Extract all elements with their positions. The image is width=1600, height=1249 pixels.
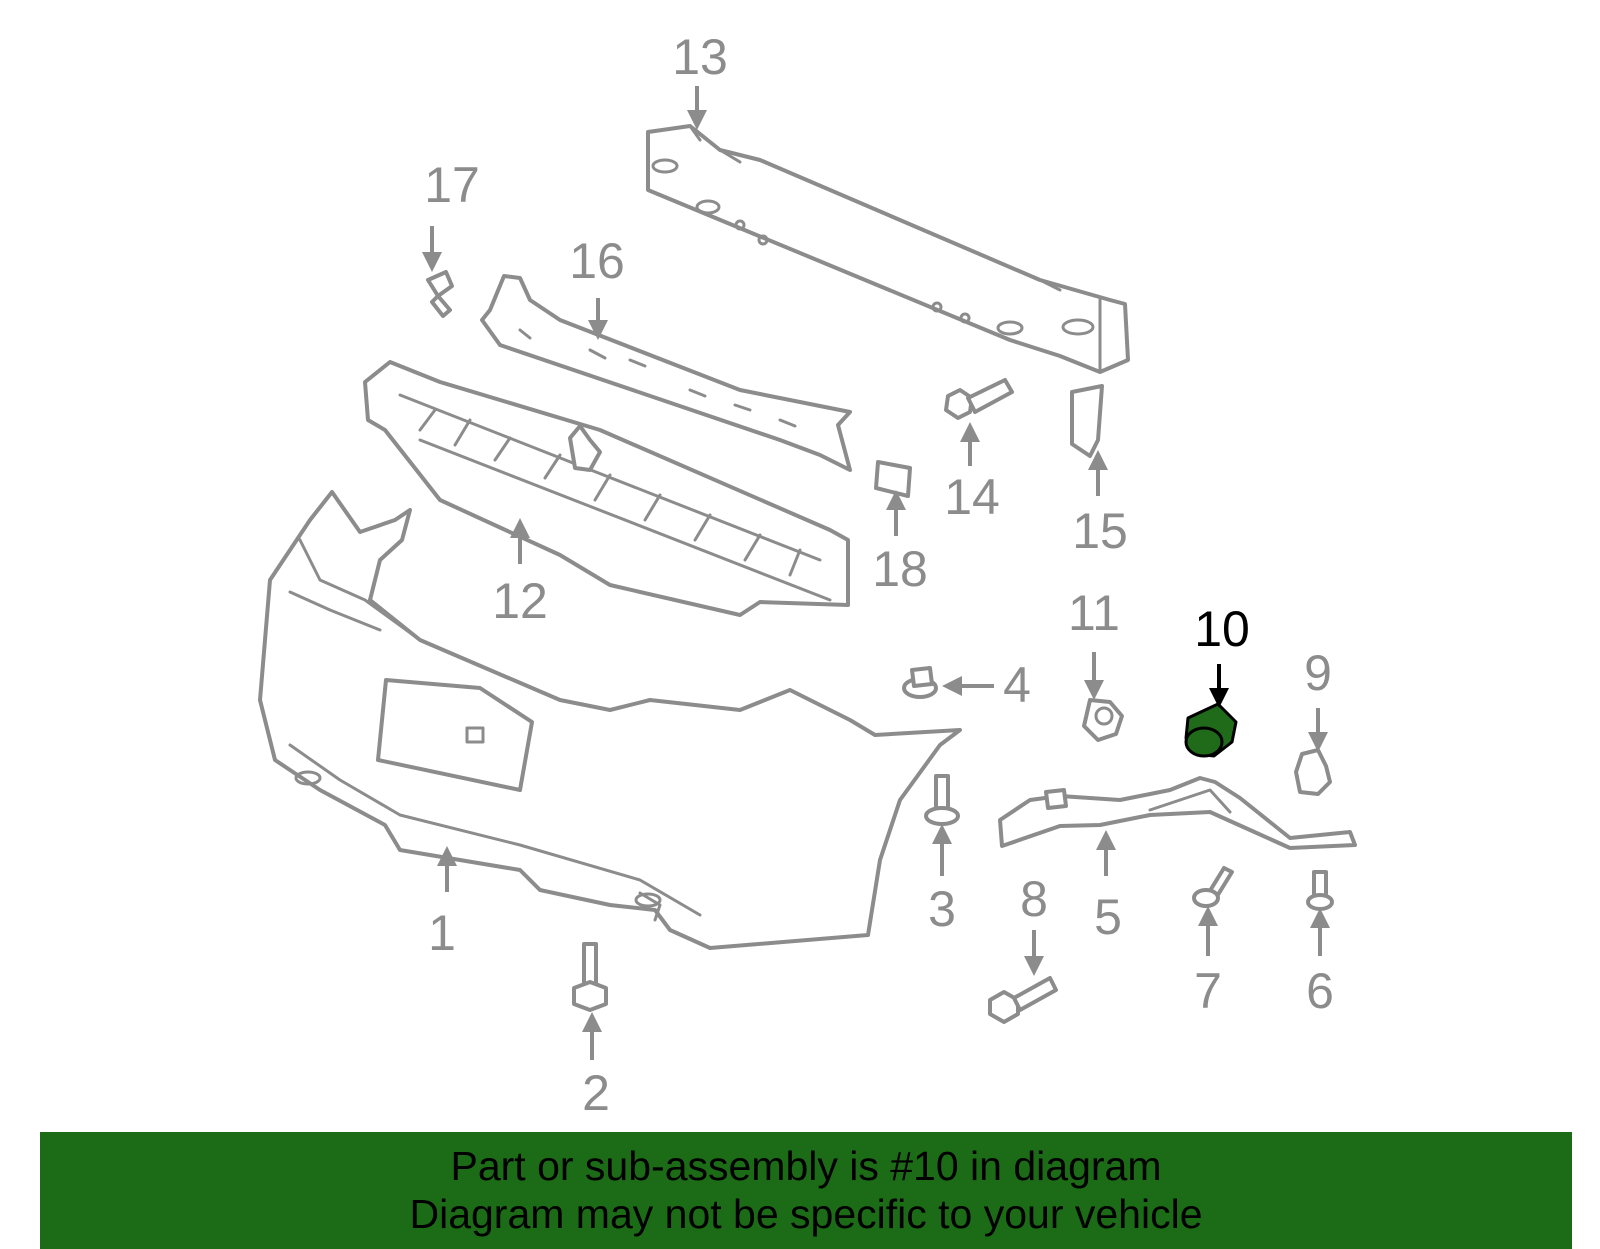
callout-9: 9 [1304, 645, 1332, 701]
callout-15: 15 [1072, 503, 1128, 559]
callout-4: 4 [1003, 657, 1031, 713]
callout-5: 5 [1094, 889, 1122, 945]
banner-line-disclaimer: Diagram may not be specific to your vehi… [409, 1191, 1203, 1237]
callout-13: 13 [672, 29, 728, 85]
callout-3: 3 [928, 881, 956, 937]
part-9-grommet [1294, 748, 1332, 796]
callout-7: 7 [1194, 963, 1222, 1019]
callout-10: 10 [1194, 601, 1250, 657]
callout-11: 11 [1068, 585, 1120, 641]
callout-labels: 13 17 16 14 15 18 12 11 10 9 4 3 5 8 1 7… [424, 29, 1334, 1121]
parts-diagram: 13 17 16 14 15 18 12 11 10 9 4 3 5 8 1 7… [258, 29, 1357, 1121]
part-13-reinforcement-bar [646, 124, 1130, 374]
callout-8: 8 [1020, 871, 1048, 927]
callout-16: 16 [569, 233, 625, 289]
callout-2: 2 [582, 1065, 610, 1121]
part-11-nut [1082, 698, 1124, 742]
part-6-screw [1306, 870, 1334, 911]
info-banner: Part or sub-assembly is #10 in diagram D… [40, 1132, 1572, 1249]
part-10-highlighted-sensor [1184, 702, 1238, 758]
part-8-bolt [988, 976, 1058, 1024]
callout-17: 17 [424, 157, 480, 213]
part-5-side-bracket [998, 776, 1357, 850]
part-18-pad [874, 460, 912, 498]
part-1-bumper-cover [258, 490, 962, 950]
part-4-clip [902, 666, 938, 699]
callout-1: 1 [428, 905, 456, 961]
callout-6: 6 [1306, 963, 1334, 1019]
part-14-bolt [944, 378, 1014, 420]
part-15-bracket [1070, 384, 1104, 458]
part-2-bolt [572, 942, 608, 1012]
banner-line-part: Part or sub-assembly is #10 in diagram [450, 1143, 1162, 1189]
callout-12: 12 [492, 573, 548, 629]
part-7-screw [1192, 866, 1234, 908]
part-17-push-pin [426, 270, 454, 318]
callout-14: 14 [944, 469, 1000, 525]
callout-18: 18 [872, 541, 928, 597]
part-16-upper-absorber [480, 274, 852, 472]
callout-arrows [422, 86, 1330, 1060]
part-12-energy-absorber [363, 360, 850, 617]
part-3-stud [924, 774, 960, 826]
